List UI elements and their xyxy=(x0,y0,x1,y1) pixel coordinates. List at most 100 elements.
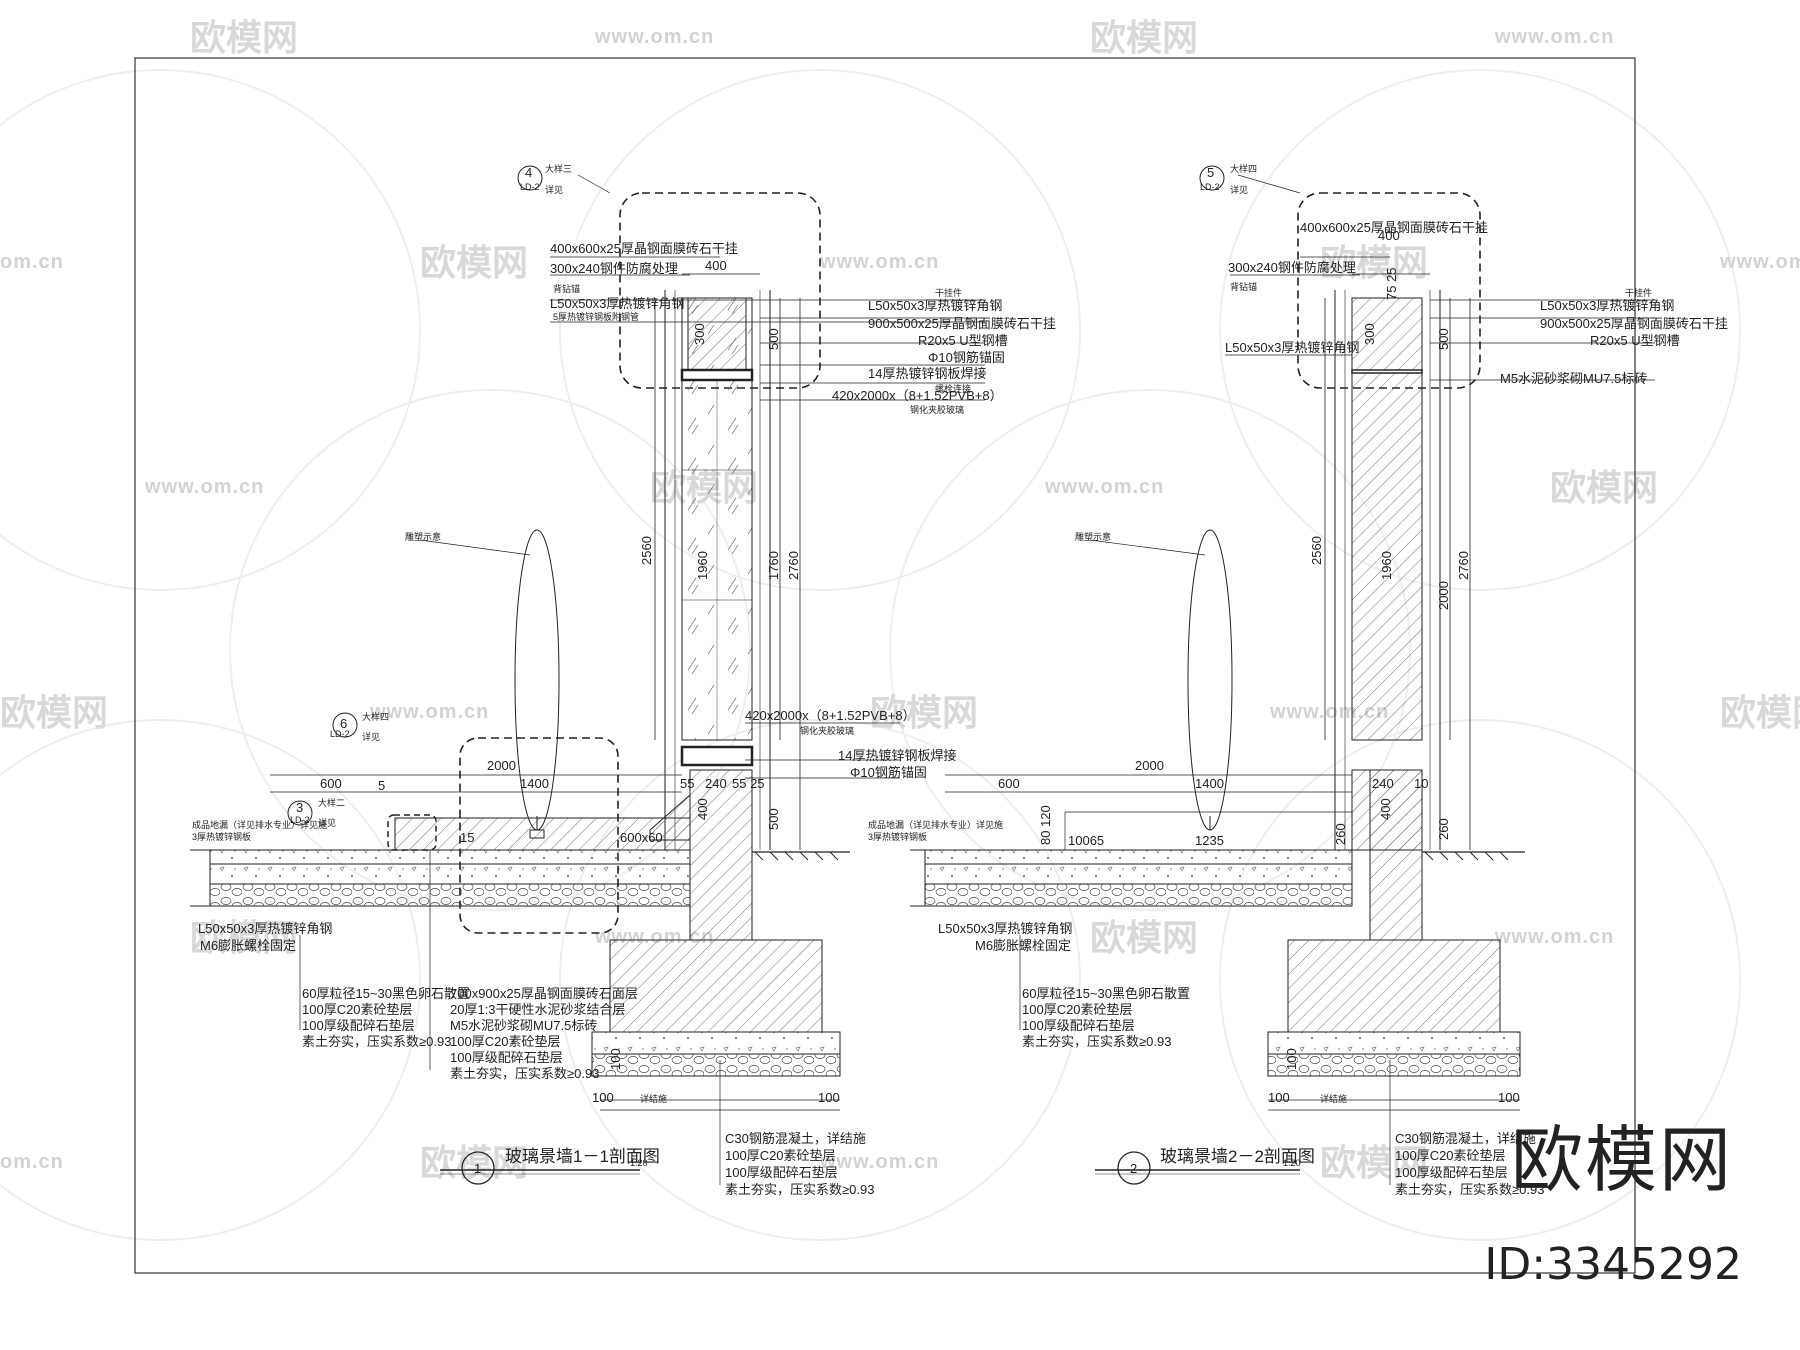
ref-note: 大样四 xyxy=(1230,163,1257,174)
dim-1760: 1760 xyxy=(766,551,781,580)
dim-10065: 10065 xyxy=(1068,833,1104,848)
layer-footing-4: 素土夯实，压实系数≥0.93 xyxy=(725,1182,874,1197)
dim-55: 55 xyxy=(680,776,694,791)
dim-2760: 2760 xyxy=(786,551,801,580)
dim-footing-100a: 100 xyxy=(1268,1090,1290,1105)
title-bubble xyxy=(1117,1151,1151,1185)
dim-2000: 2000 xyxy=(1436,581,1451,610)
ref-number: 3 xyxy=(296,800,303,815)
dim-300: 300 xyxy=(1362,323,1377,345)
ref-bubble xyxy=(1199,165,1225,191)
mid-label-1: 420x2000x（8+1.52PVB+8） xyxy=(745,708,916,723)
dim-7525: 75 25 xyxy=(1384,267,1399,300)
right-label-6: 14厚热镀锌钢板焊接 xyxy=(868,366,986,381)
dim-1400: 1400 xyxy=(520,776,549,791)
dim-600: 600 xyxy=(320,776,342,791)
footing-bed xyxy=(1267,1031,1521,1055)
dim-footing-note: 详结施 xyxy=(640,1093,667,1104)
section-2 xyxy=(910,165,1655,1185)
ref-number: 4 xyxy=(525,165,532,180)
dim-400b: 400 xyxy=(695,798,710,820)
dim-footing-note: 详结施 xyxy=(1320,1093,1347,1104)
dim-2000: 2000 xyxy=(487,758,516,773)
dim-500: 500 xyxy=(766,328,781,350)
wall-stem xyxy=(689,769,753,941)
top-label-1: 400x600x25厚晶钢面膜砖石干挂 xyxy=(1300,220,1488,235)
ref-number: 6 xyxy=(340,716,347,731)
title-number: 2 xyxy=(1130,1161,1137,1176)
layer-footing-1: C30钢筋混凝土，详结施 xyxy=(1395,1131,1536,1146)
top-label-2: 300x240钢件防腐处理 xyxy=(550,261,678,276)
dim-100: 100 xyxy=(1284,1048,1299,1070)
dim-1235: 1235 xyxy=(1195,833,1224,848)
ref-sheet: LD-2 xyxy=(520,182,540,192)
detail-callout-top xyxy=(619,192,821,389)
layer-mid-4: 100厚C20素砼垫层 xyxy=(450,1034,561,1049)
layer-left-2: 100厚C20素砼垫层 xyxy=(1022,1002,1133,1017)
drawing-frame xyxy=(134,57,1636,1274)
dim-15: 15 xyxy=(460,830,474,845)
section-title: 玻璃景墙1－1剖面图 xyxy=(505,1147,660,1166)
dim-footing-100b: 100 xyxy=(1498,1090,1520,1105)
watermark-url: www.om.cn xyxy=(594,26,714,48)
layer-mid-6: 素土夯实，压实系数≥0.93 xyxy=(450,1066,599,1081)
watermark-text: 欧模网 xyxy=(1320,1142,1428,1183)
watermark-url: www.om.cn xyxy=(1044,476,1164,498)
watermark-url: www.om.cn xyxy=(1719,251,1800,273)
ref-number: 5 xyxy=(1207,165,1214,180)
layer-left-4: 素土夯实，压实系数≥0.93 xyxy=(1022,1034,1171,1049)
watermark-text: 欧模网 xyxy=(1090,17,1198,58)
cap-block xyxy=(680,368,754,382)
stone-column xyxy=(1351,297,1423,741)
section-title: 玻璃景墙2－2剖面图 xyxy=(1160,1147,1315,1166)
right-label-1: 干挂件 xyxy=(935,287,962,298)
mid-label-2: 钢化夹胶玻璃 xyxy=(800,725,854,736)
layer-mid-3: M5水泥砂浆砌MU7.5标砖 xyxy=(450,1018,597,1033)
dim-500: 500 xyxy=(1436,328,1451,350)
ref-note: 详见 xyxy=(1230,184,1248,195)
watermark-circles xyxy=(0,69,1741,1241)
layer-left-1: 60厚粒径15~30黑色卵石散置 xyxy=(302,986,470,1001)
ref-note: 大样三 xyxy=(545,163,572,174)
watermark-url: www.om.cn xyxy=(1494,926,1614,948)
footing xyxy=(1287,939,1501,1033)
right-label-1: 干挂件 xyxy=(1625,287,1652,298)
watermark-text: 欧模网 xyxy=(420,1142,528,1183)
section-1 xyxy=(190,165,985,1185)
bottom-left-label-1: L50x50x3厚热镀锌角钢 xyxy=(938,921,1072,936)
dim-5525: 55 25 xyxy=(732,776,765,791)
layer-footing-2: 100厚C20素砼垫层 xyxy=(1395,1148,1506,1163)
watermark-text: 欧模网 xyxy=(1320,242,1428,283)
dim-1960: 1960 xyxy=(695,551,710,580)
dim-mark-5: 5 xyxy=(378,778,385,793)
top-label-3: 背钻锚 xyxy=(1230,281,1257,292)
paving-gravel xyxy=(924,883,1353,907)
dim-80120: 80 120 xyxy=(1038,805,1053,845)
layer-footing-4: 素土夯实，压实系数≥0.93 xyxy=(1395,1182,1544,1197)
dim-300: 300 xyxy=(692,323,707,345)
leader-lines xyxy=(1019,174,1655,1185)
dim-100: 100 xyxy=(608,1048,623,1070)
right-label-5: M5水泥砂浆砌MU7.5标砖 xyxy=(1500,371,1647,386)
paving-top xyxy=(394,817,691,851)
watermark-text: 欧模网 xyxy=(190,17,298,58)
mid-label-3: 14厚热镀锌钢板焊接 xyxy=(838,748,956,763)
brand-logo: 欧模网 xyxy=(1502,1120,1742,1200)
right-label-5: Φ10钢筋锚固 xyxy=(928,350,1005,365)
right-label-3: 900x500x25厚晶钢面膜砖石干挂 xyxy=(1540,316,1728,331)
bottom-left-label-1: L50x50x3厚热镀锌角钢 xyxy=(198,921,332,936)
layer-left-3: 100厚级配碎石垫层 xyxy=(302,1018,415,1033)
watermark-text: 欧模网 xyxy=(190,917,298,958)
dim-400b: 400 xyxy=(1378,798,1393,820)
mid-label-4: Φ10钢筋锚固 xyxy=(850,765,927,780)
ref-note: 详见 xyxy=(362,731,380,742)
ref-sheet: LD-2 xyxy=(290,815,310,825)
section-scale: 1:20 xyxy=(630,1158,648,1168)
layer-left-2: 100厚C20素砼垫层 xyxy=(302,1002,413,1017)
ref-bubble xyxy=(287,800,313,826)
brand-name: 欧模网 xyxy=(1510,1118,1733,1202)
paving-mid xyxy=(924,863,1353,885)
dim-2760: 2760 xyxy=(1456,551,1471,580)
watermark-url: www.om.cn xyxy=(1494,26,1614,48)
